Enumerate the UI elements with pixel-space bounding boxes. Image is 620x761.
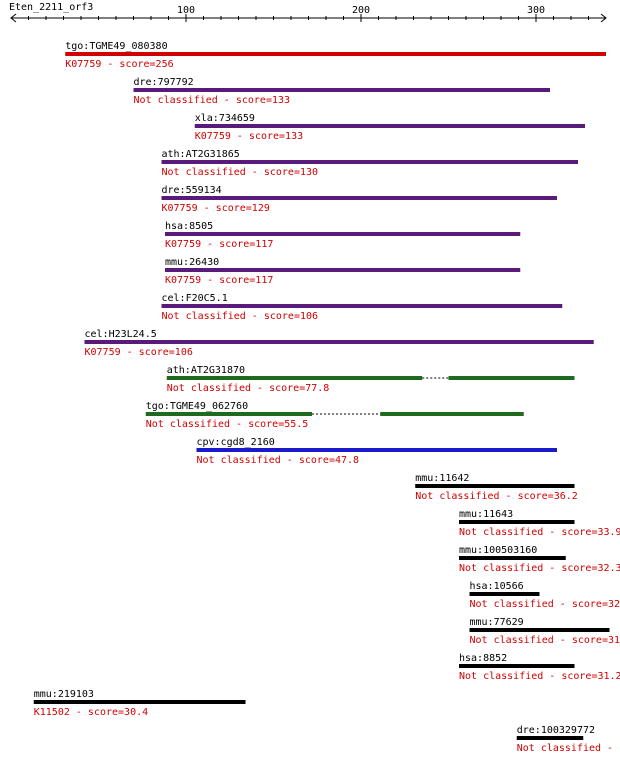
hit-name[interactable]: ath:AT2G31865 <box>162 149 240 160</box>
hit-score[interactable]: Not classified - score=133 <box>134 95 291 106</box>
hit-bar[interactable] <box>165 232 521 236</box>
axis-right-arrow-icon <box>600 13 607 23</box>
hit-name[interactable]: tgo:TGME49_062760 <box>146 401 248 412</box>
hit-score[interactable]: Not classified - score=32 <box>470 599 620 610</box>
hit-bar[interactable] <box>33 700 246 704</box>
hit-bar[interactable] <box>145 412 312 416</box>
hit-bar[interactable] <box>380 412 524 416</box>
hit-score[interactable]: Not classified - score=32.3 <box>459 563 620 574</box>
hit-name[interactable]: mmu:11642 <box>415 473 469 484</box>
hit-score[interactable]: Not classified - score=30.4 <box>517 743 620 754</box>
hit-bar[interactable] <box>161 304 563 308</box>
hit-bar[interactable] <box>194 124 585 128</box>
hit-bar[interactable] <box>161 196 558 200</box>
hit-name[interactable]: mmu:219103 <box>34 689 94 700</box>
hit-score[interactable]: Not classified - score=47.8 <box>197 455 360 466</box>
hit-score[interactable]: Not classified - score=130 <box>162 167 319 178</box>
hit-score[interactable]: K07759 - score=256 <box>65 59 173 70</box>
hit-name[interactable]: xla:734659 <box>195 113 255 124</box>
hit-score[interactable]: Not classified - score=31.2 <box>459 671 620 682</box>
axis-tick-label: 100 <box>177 5 195 16</box>
hit-bar[interactable] <box>196 448 558 452</box>
axis-tick-label: 200 <box>352 5 370 16</box>
hit-bar[interactable] <box>469 628 610 632</box>
hit-bar[interactable] <box>165 268 521 272</box>
hit-score[interactable]: K07759 - score=106 <box>85 347 193 358</box>
hit-bar[interactable] <box>166 376 423 380</box>
hit-name[interactable]: hsa:8505 <box>165 221 213 232</box>
hit-bar[interactable] <box>469 592 540 596</box>
hit-score[interactable]: Not classified - score=33.9 <box>459 527 620 538</box>
hit-name[interactable]: mmu:11643 <box>459 509 513 520</box>
hit-bar[interactable] <box>161 160 579 164</box>
axis-left-arrow-icon <box>10 13 17 23</box>
hit-score[interactable]: K07759 - score=117 <box>165 275 273 286</box>
hit-name[interactable]: dre:797792 <box>134 77 194 88</box>
hit-score[interactable]: Not classified - score=31 <box>470 635 620 646</box>
hit-score[interactable]: K07759 - score=117 <box>165 239 273 250</box>
hit-name[interactable]: mmu:77629 <box>470 617 524 628</box>
hit-score[interactable]: Not classified - score=36.2 <box>415 491 578 502</box>
hit-name[interactable]: ath:AT2G31870 <box>167 365 245 376</box>
hit-bar[interactable] <box>516 736 584 740</box>
hit-bar[interactable] <box>133 88 551 92</box>
hit-score[interactable]: Not classified - score=77.8 <box>167 383 330 394</box>
axis-tick-label: 300 <box>527 5 545 16</box>
hit-name[interactable]: dre:559134 <box>162 185 222 196</box>
hit-name[interactable]: cel:H23L24.5 <box>85 329 157 340</box>
hit-bar[interactable] <box>459 520 575 524</box>
hit-name[interactable]: cel:F20C5.1 <box>162 293 228 304</box>
hit-name[interactable]: hsa:10566 <box>470 581 524 592</box>
query-axis: 100 200 300 <box>10 5 607 23</box>
hit-name[interactable]: mmu:26430 <box>165 257 219 268</box>
hit-name[interactable]: dre:100329772 <box>517 725 595 736</box>
hit-score[interactable]: K11502 - score=30.4 <box>34 707 148 718</box>
hit-score[interactable]: Not classified - score=106 <box>162 311 319 322</box>
hit-bar[interactable] <box>459 556 566 560</box>
hit-bar[interactable] <box>415 484 575 488</box>
hit-name[interactable]: tgo:TGME49_080380 <box>65 41 167 52</box>
hit-score[interactable]: K07759 - score=129 <box>162 203 270 214</box>
hit-bar[interactable] <box>65 52 606 56</box>
hit-bar[interactable] <box>84 340 594 344</box>
hit-name[interactable]: cpv:cgd8_2160 <box>197 437 275 448</box>
hit-name[interactable]: mmu:100503160 <box>459 545 537 556</box>
hit-score[interactable]: K07759 - score=133 <box>195 131 303 142</box>
query-label: Eten_2211_orf3 <box>9 2 93 13</box>
hit-score[interactable]: Not classified - score=55.5 <box>146 419 309 430</box>
hit-bar[interactable] <box>448 376 575 380</box>
hit-bar[interactable] <box>459 664 575 668</box>
hit-name[interactable]: hsa:8852 <box>459 653 507 664</box>
